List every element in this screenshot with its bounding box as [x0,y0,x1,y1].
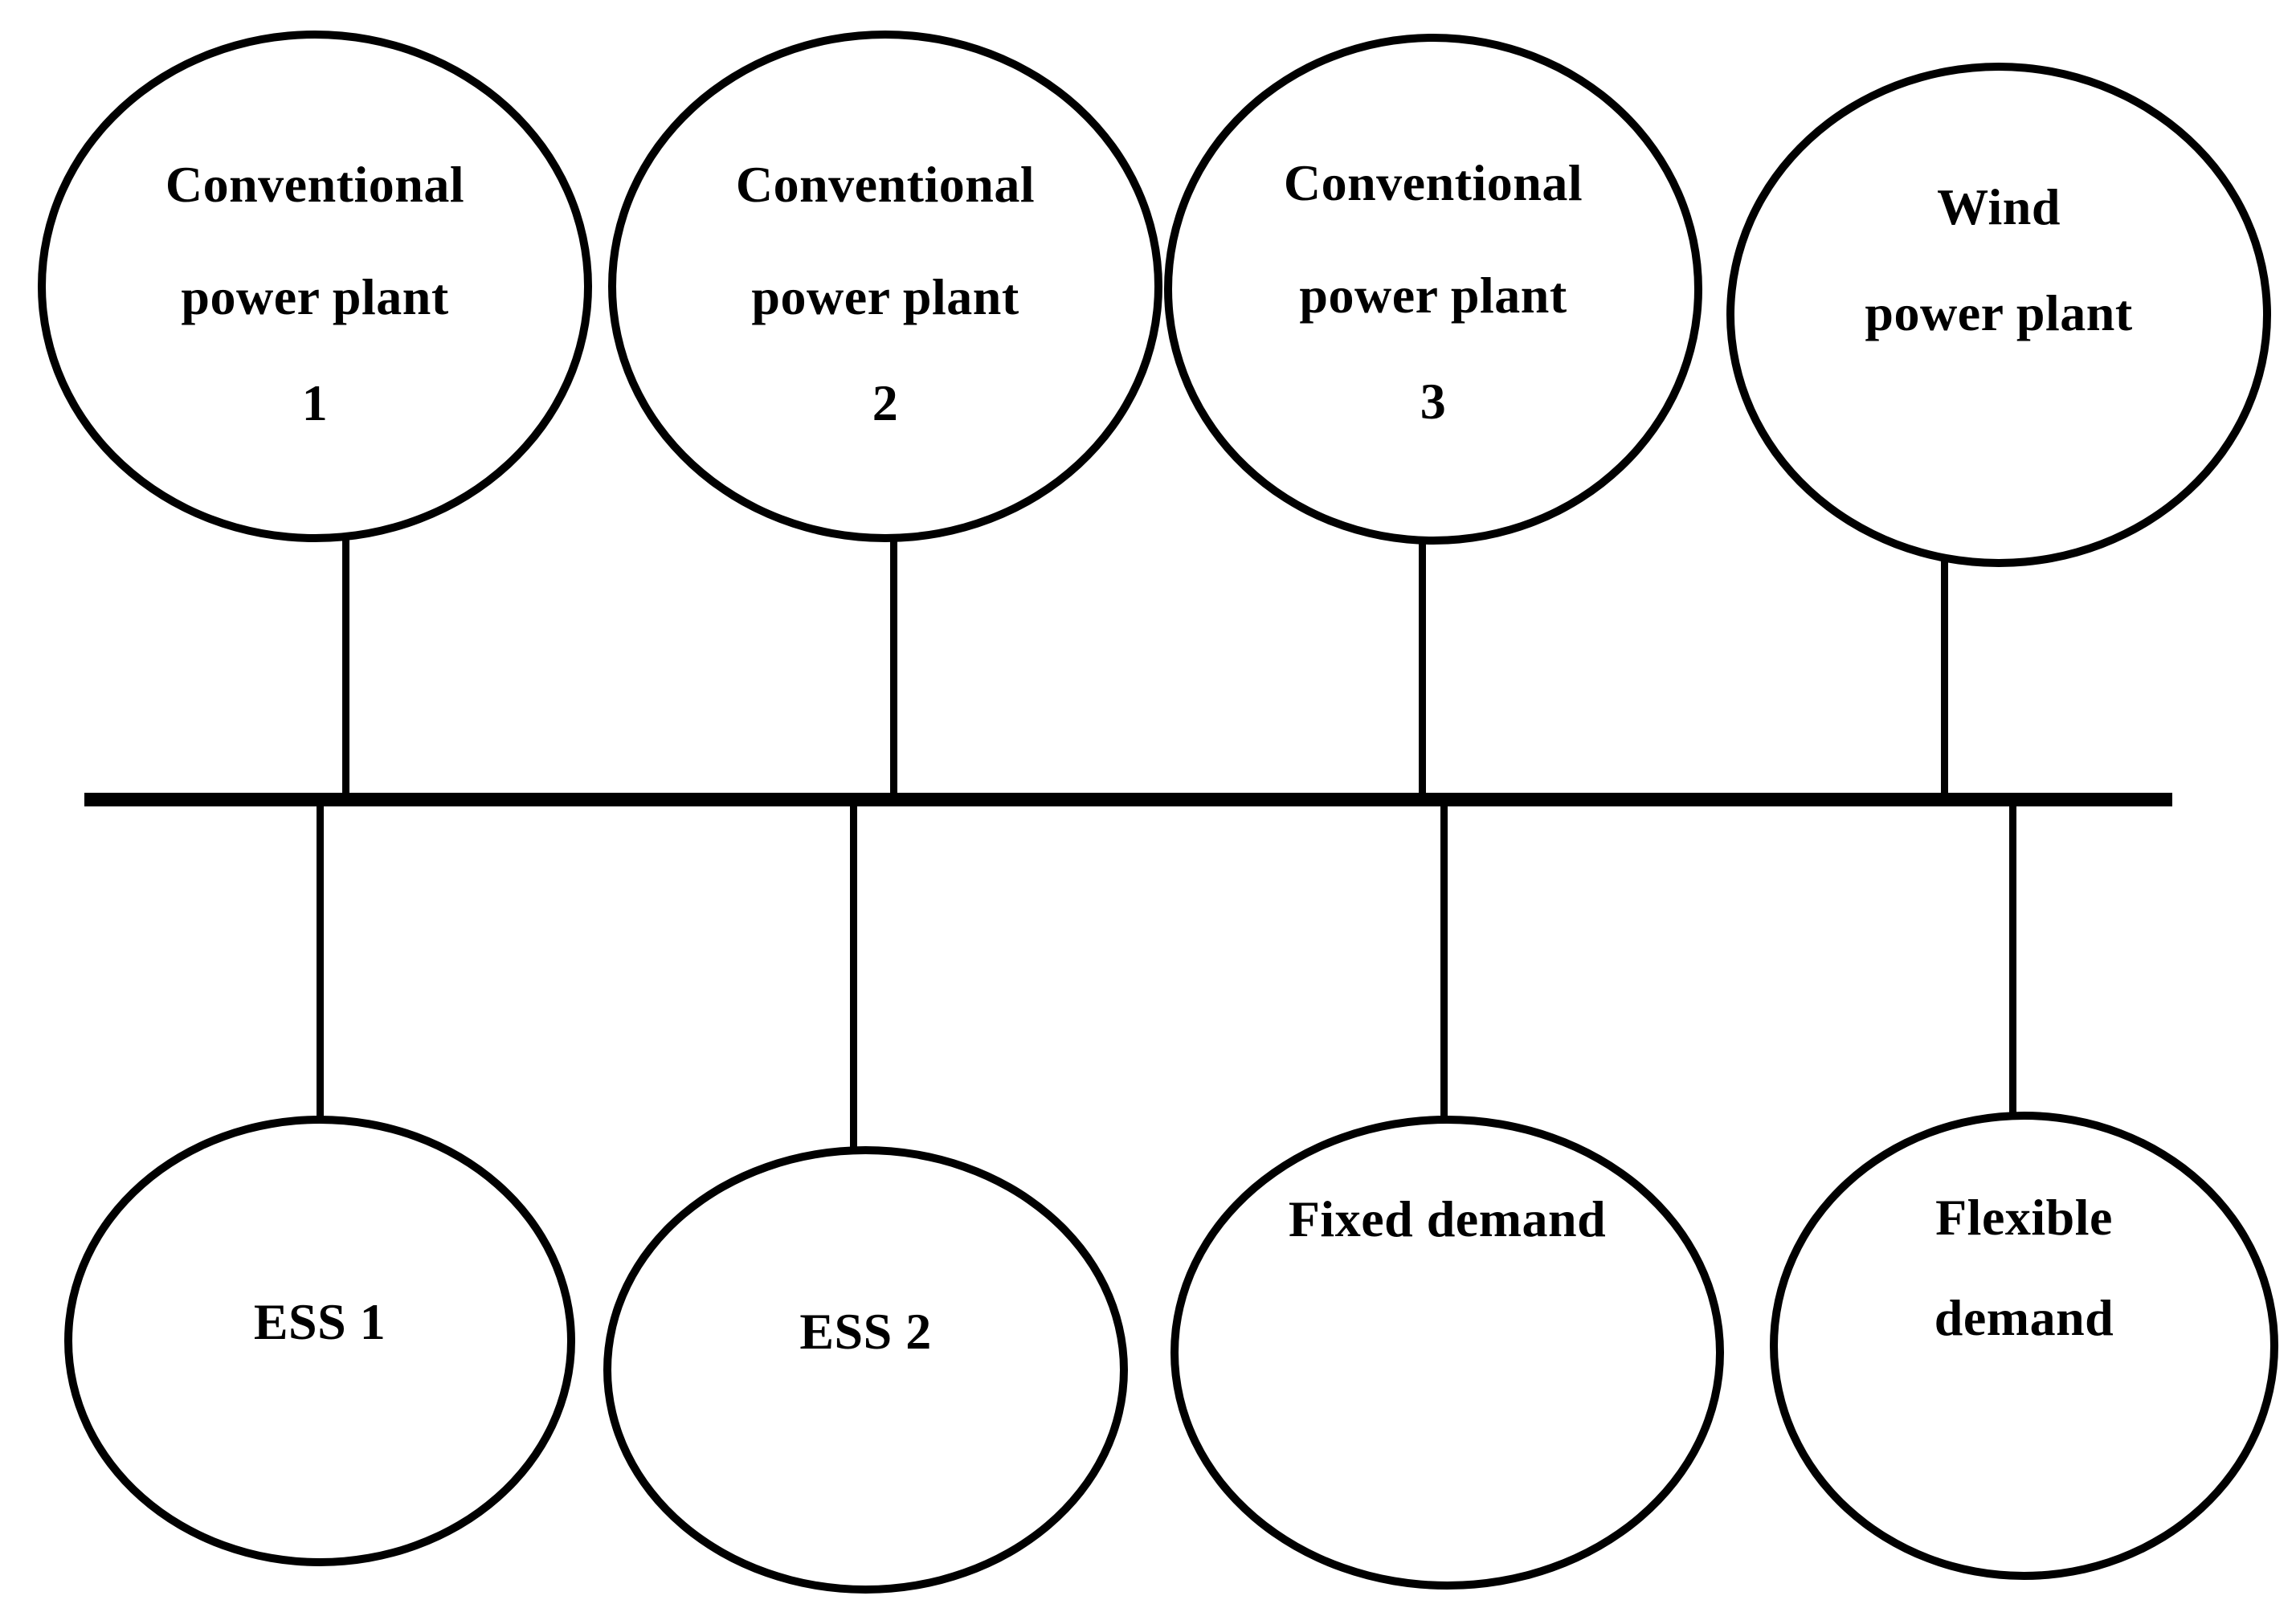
connector-flexible-demand-to-bus [2009,800,2016,1116]
node-label: ESS 2 [799,1303,932,1360]
connector-ess-1-to-bus [317,800,324,1121]
node-wind-power-plant: Wind power plant [1726,63,2271,567]
node-label: power plant [1299,267,1567,324]
node-conventional-power-plant-3: Conventional power plant 3 [1164,34,1702,545]
node-label: Fixed demand [1288,1190,1607,1247]
node-label: Conventional [165,156,465,213]
connector-wind-plant-to-bus [1941,558,1948,800]
node-label: demand [1934,1289,2114,1346]
node-ess-2: ESS 2 [603,1146,1128,1594]
node-label: power plant [181,268,449,325]
node-label: power plant [1865,284,2133,341]
connector-conventional-plant-3-to-bus [1419,534,1426,800]
bus-line [84,793,2172,806]
node-label: ESS 1 [253,1293,386,1350]
connector-fixed-demand-to-bus [1440,800,1448,1120]
node-conventional-power-plant-1: Conventional power plant 1 [38,31,592,542]
node-conventional-power-plant-2: Conventional power plant 2 [608,31,1162,542]
node-ess-1: ESS 1 [64,1116,575,1566]
node-flexible-demand: Flexible demand [1770,1112,2278,1580]
connector-ess-2-to-bus [850,800,857,1152]
node-label: Conventional [1283,154,1583,211]
node-label: 2 [872,374,899,431]
node-label: Conventional [735,156,1036,213]
connector-conventional-plant-2-to-bus [890,530,897,800]
node-label: Wind [1937,178,2061,235]
connector-conventional-plant-1-to-bus [342,530,349,800]
node-label: Flexible [1935,1189,2113,1246]
node-fixed-demand: Fixed demand [1170,1116,1724,1590]
node-label: power plant [751,268,1019,325]
node-label: 1 [301,374,329,431]
node-label: 3 [1420,373,1447,430]
